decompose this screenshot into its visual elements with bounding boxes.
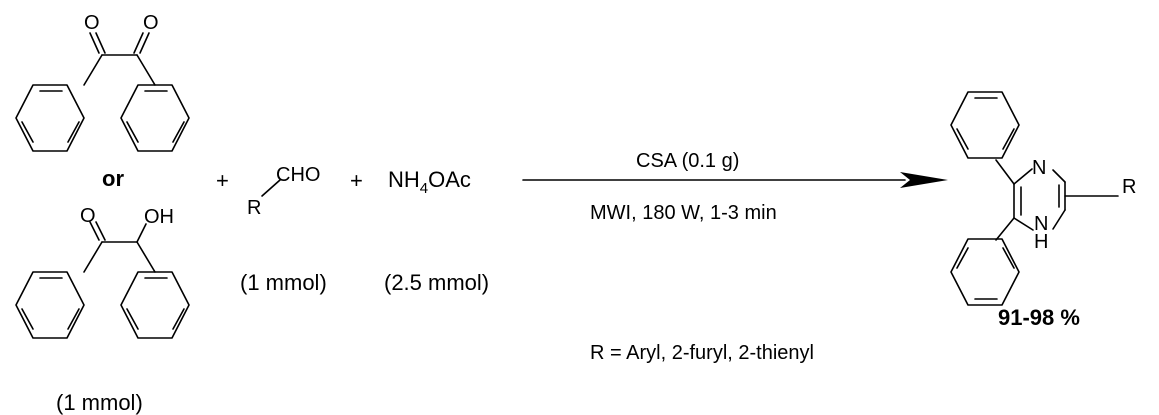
r-group-label: R [1122, 176, 1136, 198]
r-group-label: R [247, 197, 261, 219]
ammonium-acetate-formula: NH4OAc [388, 167, 471, 197]
atom-label-oxygen: O [80, 205, 96, 227]
or-label: or [102, 166, 124, 191]
atom-label-oxygen: O [84, 12, 100, 34]
aldehyde-group-label: CHO [276, 164, 320, 186]
benzene-ring [15, 271, 85, 339]
reaction-arrow [522, 172, 948, 188]
benzene-ring [15, 84, 85, 152]
hydroxyl-label: OH [144, 206, 174, 228]
imidazole-product-structure: N N H R [950, 91, 1136, 306]
aldehyde-structure: R CHO [247, 164, 320, 219]
ammonium-acetate-amount: (2.5 mmol) [384, 270, 489, 295]
product-yield: 91-98 % [998, 305, 1080, 330]
benzene-ring [950, 238, 1020, 306]
atom-label-hydrogen: H [1034, 231, 1048, 253]
benzene-ring [950, 91, 1020, 159]
diketone-amount: (1 mmol) [56, 390, 143, 415]
plus-sign: + [350, 168, 363, 193]
benzoin-structure: O OH [15, 205, 190, 339]
catalyst-condition: CSA (0.1 g) [636, 150, 739, 172]
aldehyde-amount: (1 mmol) [240, 270, 327, 295]
benzene-ring [120, 84, 190, 152]
benzil-structure: O O [15, 12, 190, 152]
energy-condition: MWI, 180 W, 1-3 min [590, 202, 777, 224]
atom-label-nitrogen: N [1032, 157, 1046, 179]
atom-label-oxygen: O [143, 12, 159, 34]
atom-label-nitrogen: N [1034, 213, 1048, 235]
benzene-ring [120, 271, 190, 339]
substituent-note: R = Aryl, 2-furyl, 2-thienyl [590, 342, 814, 364]
plus-sign: + [216, 168, 229, 193]
